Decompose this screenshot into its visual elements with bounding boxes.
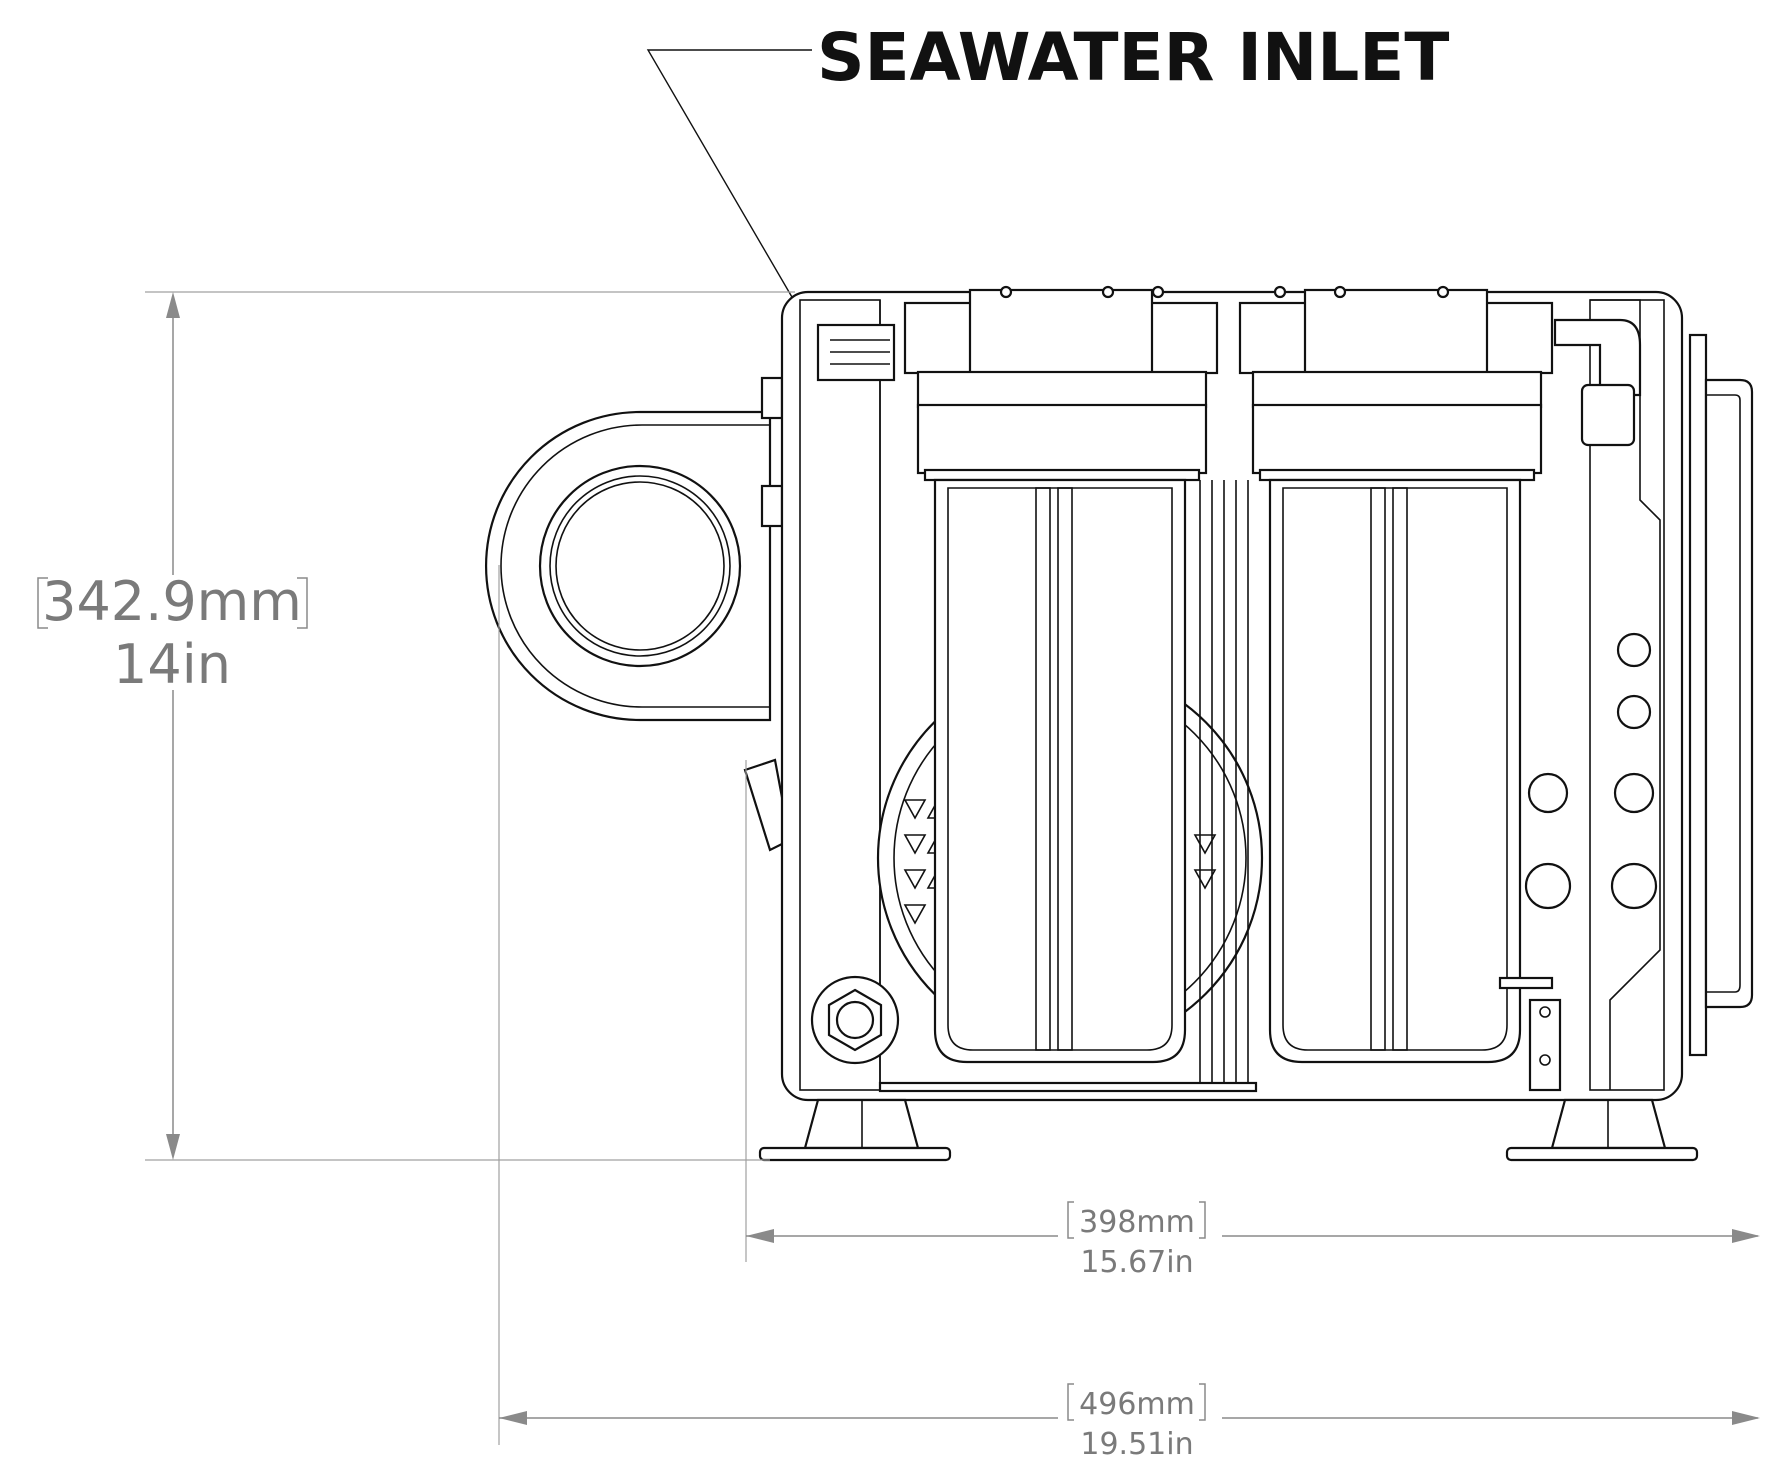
height-imperial-label: 14in <box>113 633 231 696</box>
mounting-foot-left <box>758 1098 952 1162</box>
frame-width-metric-label: 398mm <box>1079 1205 1195 1240</box>
frame-width-imperial-label: 15.67in <box>1080 1245 1193 1280</box>
overall-width-dimension: 496mm 19.51in <box>498 565 1760 1462</box>
filter-housing-right <box>1238 285 1554 1064</box>
mounting-foot-right <box>1505 1098 1699 1162</box>
height-dimension: 342.9mm 14in <box>37 291 795 1161</box>
seawater-inlet-label: SEAWATER INLET <box>817 19 1449 96</box>
overall-width-metric-label: 496mm <box>1079 1387 1195 1422</box>
frame-width-dimension: 398mm 15.67in <box>745 760 1760 1280</box>
height-metric-label: 342.9mm <box>42 570 302 633</box>
side-pump-assembly <box>484 376 792 852</box>
cooling-fins <box>1199 480 1249 1085</box>
filter-housing-left <box>903 285 1219 1064</box>
bottom-hex-fitting <box>810 975 900 1065</box>
seawater-inlet-callout: SEAWATER INLET <box>646 19 1449 329</box>
overall-width-imperial-label: 19.51in <box>1080 1427 1193 1462</box>
side-ports <box>1524 632 1658 910</box>
callout-leader-line <box>646 49 812 329</box>
watermaker-unit <box>484 285 1754 1162</box>
